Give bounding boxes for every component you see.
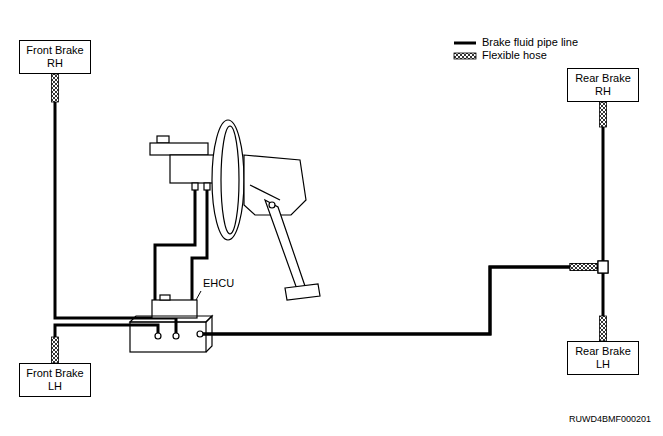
pipe-group [200, 261, 608, 341]
ehcu-top [130, 316, 212, 322]
pipe-group [52, 74, 177, 336]
ehcu-cap [160, 295, 170, 300]
outlet-port [192, 183, 198, 190]
pedal-pad [285, 284, 320, 300]
legend-swatch [453, 51, 477, 61]
brake-pipe [200, 102, 603, 334]
flexible-hose [52, 74, 59, 102]
legend-text: Brake fluid pipe line [482, 36, 578, 49]
box-label: Rear Brake LH [572, 345, 634, 371]
pipe-line [155, 190, 195, 300]
reservoir-cap [157, 136, 169, 143]
master-cylinder [170, 155, 215, 183]
ehcu-port [155, 333, 161, 339]
pipe-group [52, 325, 159, 363]
ehcu-motor [152, 300, 197, 318]
brake-booster [212, 120, 244, 240]
brake-box: Rear Brake RH [567, 68, 639, 102]
pipe-group [200, 102, 608, 334]
ehcu-unit: EHCU [130, 300, 212, 356]
brake-box: Front Brake RH [19, 40, 91, 74]
brake-pipe [55, 74, 176, 336]
ehcu-side [206, 316, 212, 352]
three-way-joint [598, 261, 608, 273]
brake-booster [221, 126, 239, 234]
flexible-hose [570, 264, 597, 271]
brake-box: Front Brake LH [19, 363, 91, 397]
box-label: Front Brake LH [24, 367, 86, 393]
ehcu-body [130, 322, 206, 352]
brake-pipe [200, 267, 603, 341]
box-label: Rear Brake RH [572, 72, 634, 98]
flexible-hose [600, 102, 607, 127]
pedal-pivot [269, 202, 275, 208]
legend-text: Flexible hose [482, 49, 547, 62]
outlet-port [204, 183, 210, 190]
pedal-arm [265, 200, 306, 292]
flexible-hose [570, 264, 597, 271]
push-rod [250, 185, 280, 200]
three-way-joint [598, 261, 608, 273]
reservoir [150, 143, 208, 155]
flexible-hose [52, 337, 59, 363]
flexible-hose [600, 316, 607, 341]
legend-item: Brake fluid pipe line [453, 36, 578, 49]
legend-swatch [453, 38, 477, 48]
box-label: Front Brake RH [24, 44, 86, 70]
ehcu-drawing [130, 300, 212, 356]
brake-box: Rear Brake LH [567, 341, 639, 375]
figure-code: RUWD4BMF000201 [569, 414, 651, 425]
unit-label: EHCU [202, 277, 235, 290]
legend-item: Flexible hose [453, 49, 578, 62]
pedal-bracket [244, 155, 306, 215]
brake-pipe [55, 325, 158, 363]
ehcu-port [197, 331, 203, 337]
ehcu-port [173, 333, 179, 339]
leader-line [196, 291, 201, 300]
legend: Brake fluid pipe lineFlexible hose [453, 36, 578, 62]
